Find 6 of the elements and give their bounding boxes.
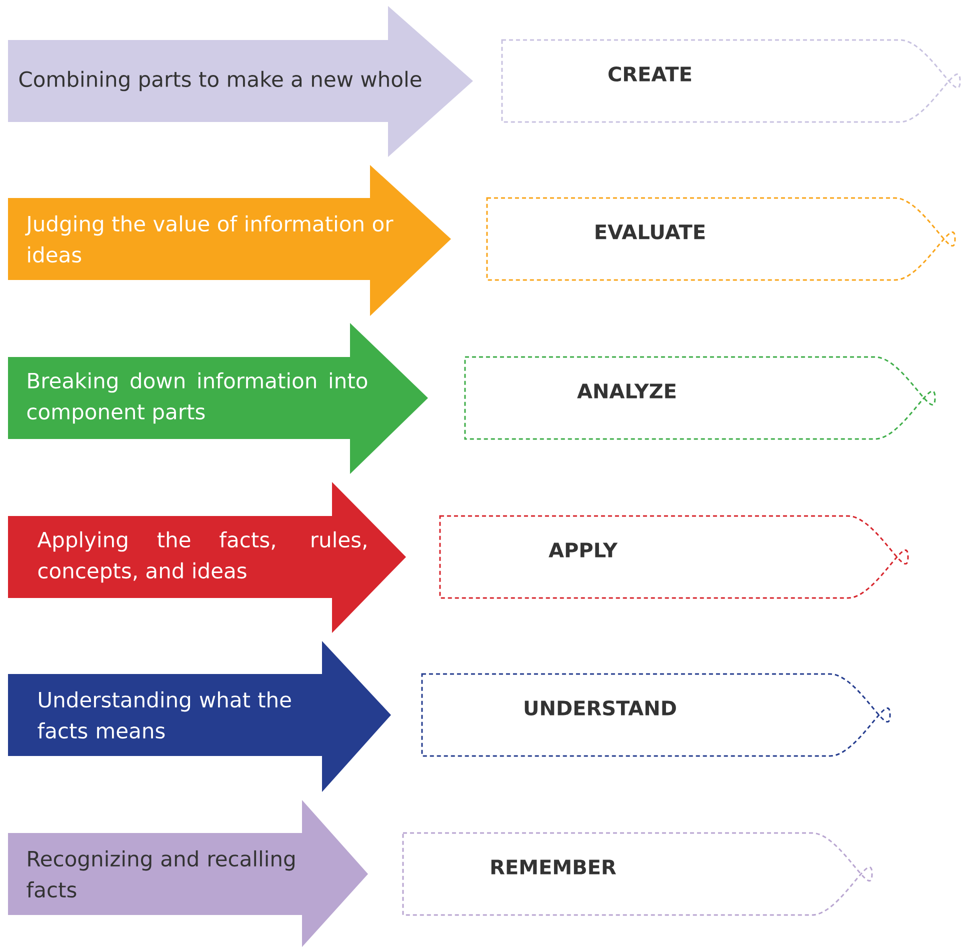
dashed-tag: APPLY [439,515,909,599]
dashed-tag: CREATE [501,39,961,123]
dashed-tag: ANALYZE [464,356,936,440]
dashed-tag: UNDERSTAND [421,673,891,757]
dashed-tag: EVALUATE [486,197,956,281]
dashed-tag: REMEMBER [402,832,873,916]
